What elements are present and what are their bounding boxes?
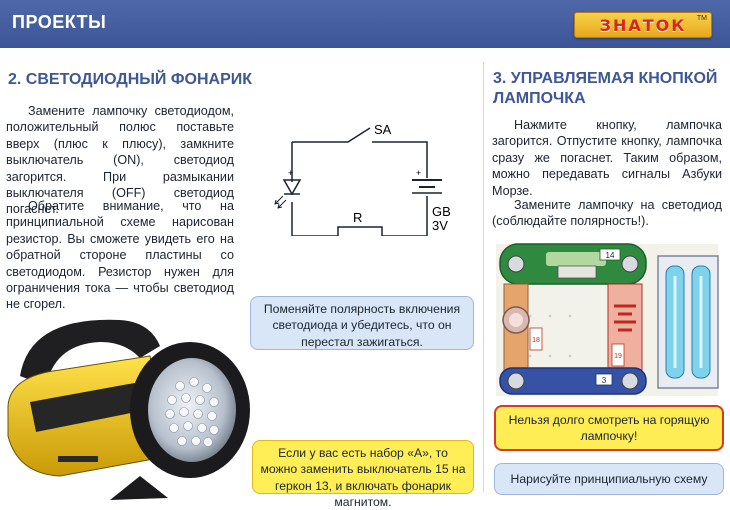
column-divider	[483, 62, 484, 492]
circuit-board-image: 14 18 19 3	[496, 243, 719, 396]
header-bar: ПРОЕКТЫ ЗНАТОК TM	[0, 0, 730, 48]
battery-label: GB	[432, 204, 451, 219]
brand-logo-text: ЗНАТОК	[599, 15, 687, 35]
polarity-note-text: Поменяйте полярность включения светодиод…	[263, 302, 461, 349]
warning-note-box: Нельзя долго смотреть на горящую лампочк…	[494, 405, 724, 451]
led-plus-label: +	[288, 168, 293, 178]
battery-plate-number: 19	[614, 353, 622, 360]
draw-schematic-text: Нарисуйте принципиальную схему	[510, 472, 708, 486]
resistor-symbol	[337, 226, 383, 236]
kit-note-box: Если у вас есть набор «А», то можно заме…	[252, 440, 474, 509]
left-paragraph-2: Обратите внимание, что на принципиальной…	[6, 199, 234, 312]
brand-logo: ЗНАТОК TM	[574, 12, 712, 38]
button-plate-number: 14	[606, 251, 615, 260]
header-title: ПРОЕКТЫ	[12, 12, 107, 32]
section-title-led-flashlight: 2. СВЕТОДИОДНЫЙ ФОНАРИК	[8, 71, 253, 88]
left-paragraph-1: Замените лампочку светодиодом, положител…	[6, 104, 234, 217]
right-paragraph-1: Нажмите кнопку, лампочка загорится. Отпу…	[492, 118, 722, 198]
battery-plus-label: +	[416, 168, 421, 178]
polarity-note-box: Поменяйте полярность включения светодиод…	[250, 296, 474, 350]
draw-schematic-box: Нарисуйте принципиальную схему	[494, 463, 724, 495]
wire-plate-number: 3	[602, 376, 607, 385]
voltage-label: 3V	[432, 218, 448, 233]
trademark-mark: TM	[696, 15, 707, 22]
flashlight-image	[7, 319, 250, 500]
kit-note-text: Если у вас есть набор «А», то можно заме…	[260, 446, 466, 509]
section-title-button-lamp: 3. УПРАВЛЯЕМАЯ КНОПКОЙ ЛАМПОЧКА	[493, 70, 718, 107]
lamp-plate-number: 18	[532, 337, 540, 344]
warning-note-text: Нельзя долго смотреть на горящую лампочк…	[508, 413, 710, 444]
switch-label: SA	[374, 122, 392, 137]
resistor-label: R	[353, 210, 362, 225]
switch-contact	[292, 127, 371, 143]
right-paragraph-2: Замените лампочку на светодиод (соблюдай…	[492, 198, 722, 229]
led-circuit-schematic: SA R GB 3V + +	[274, 122, 451, 236]
